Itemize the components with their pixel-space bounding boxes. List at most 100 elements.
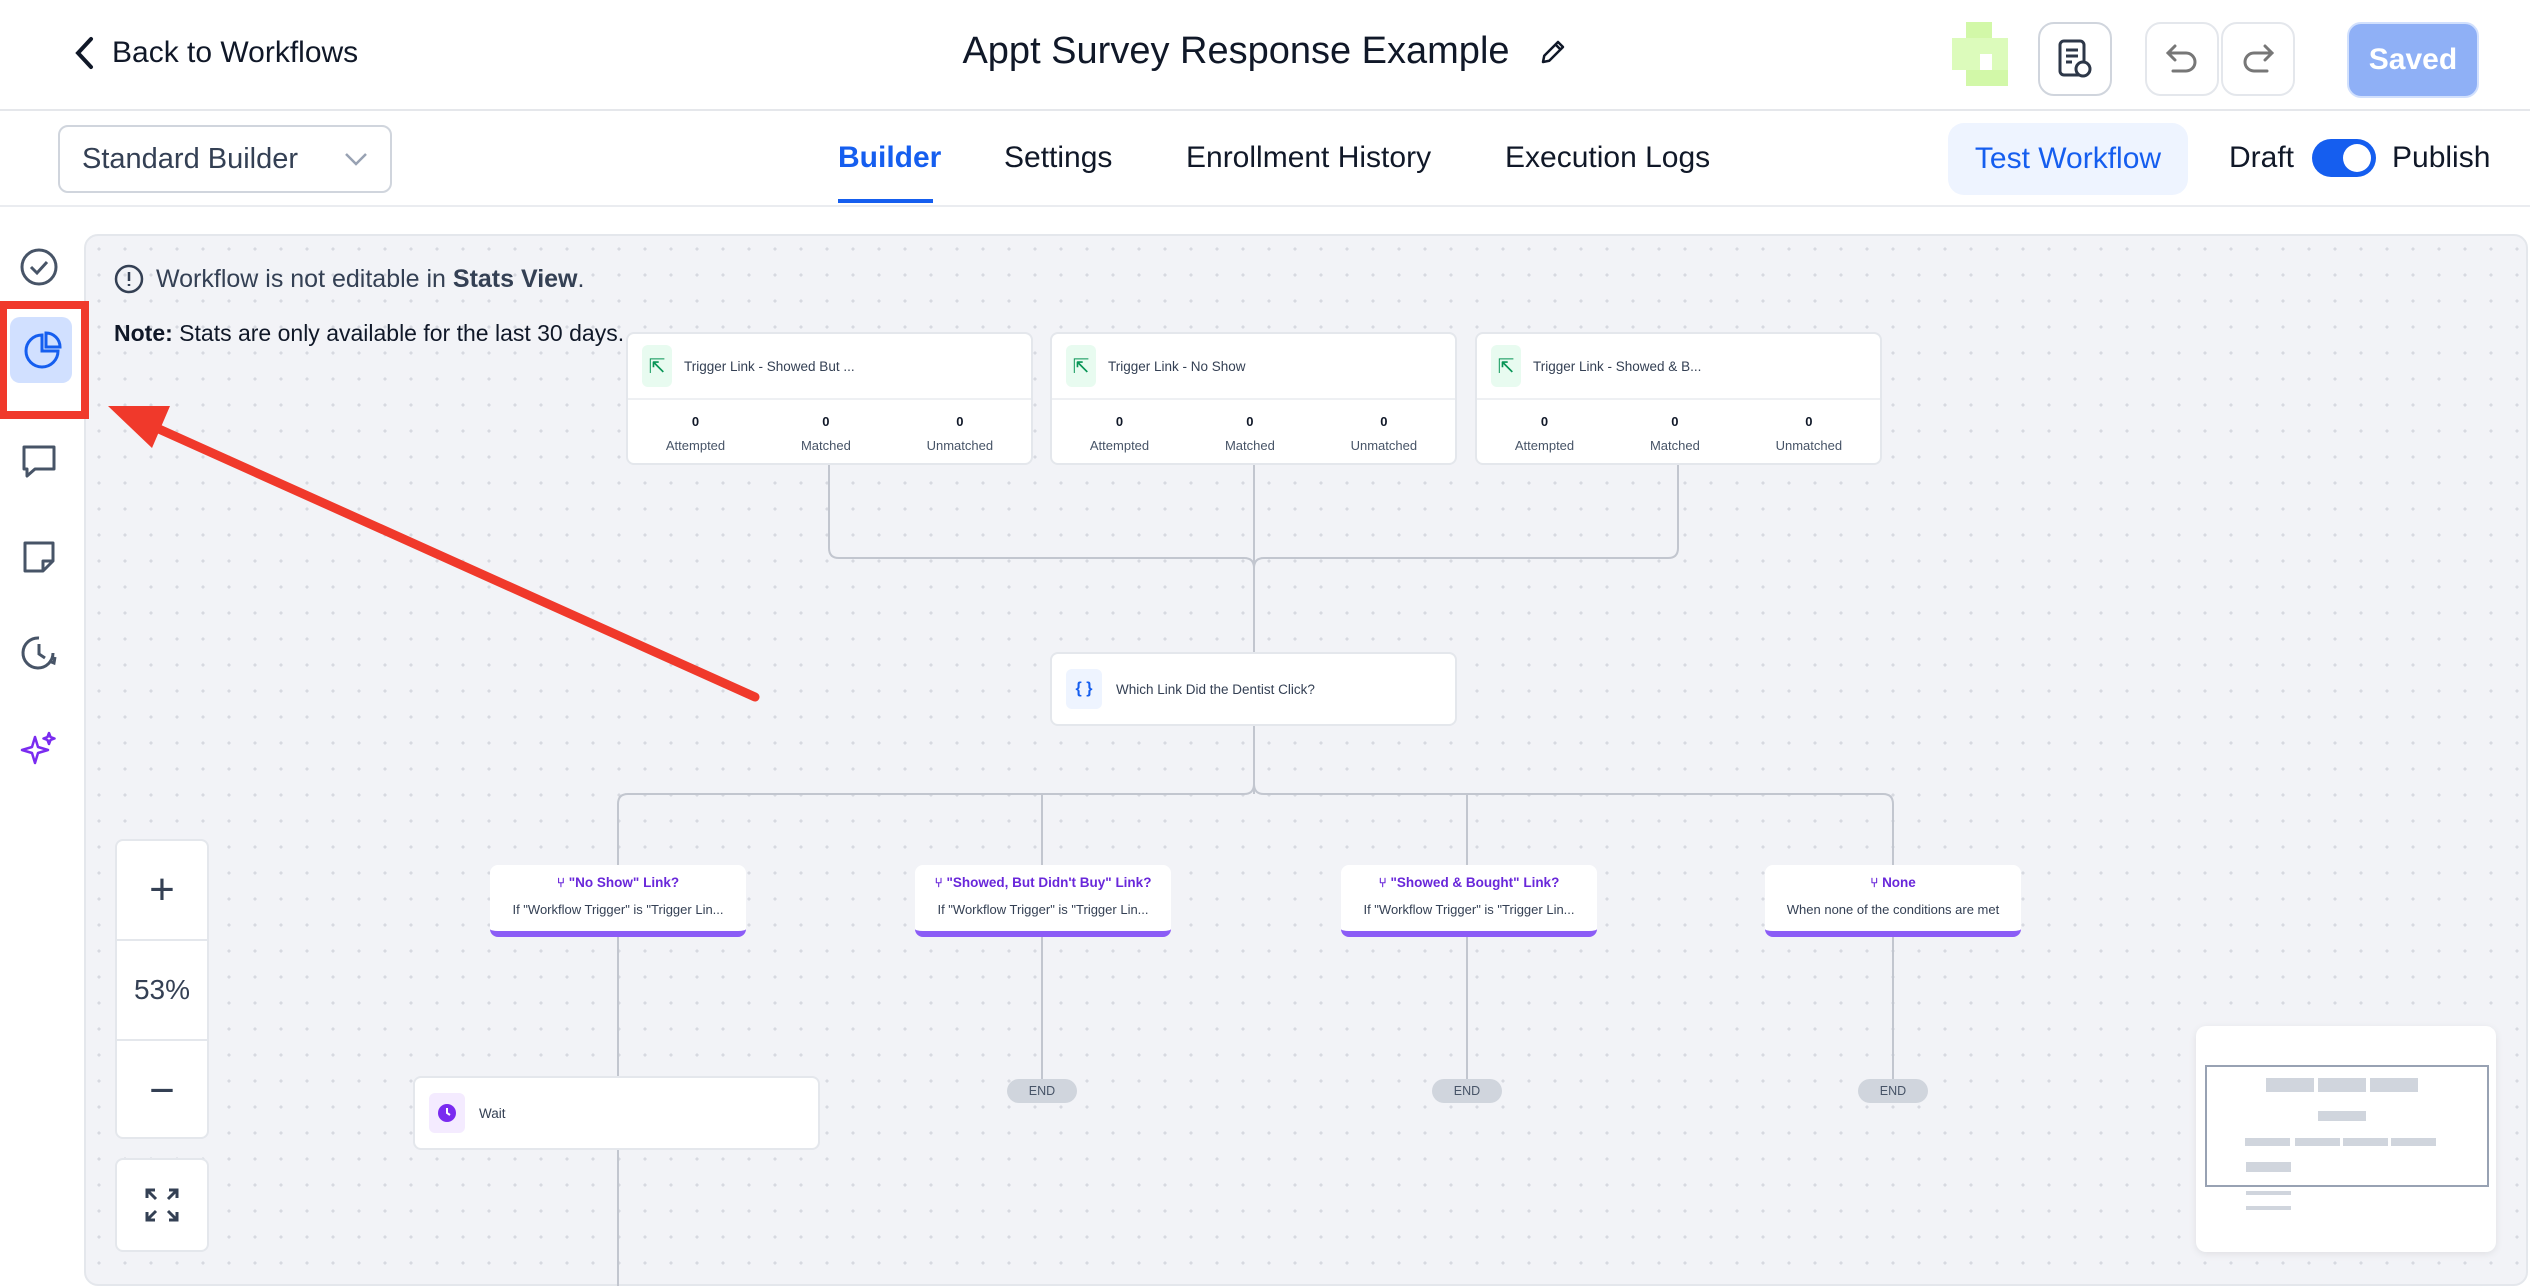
saved-button[interactable]: Saved bbox=[2347, 22, 2479, 98]
minimap-preview bbox=[2205, 1065, 2489, 1210]
back-label: Back to Workflows bbox=[112, 36, 359, 69]
code-braces-icon: { } bbox=[1066, 669, 1102, 709]
redo-icon bbox=[2243, 44, 2275, 73]
trigger-title: Trigger Link - Showed & B... bbox=[1533, 358, 1702, 374]
builder-type-select[interactable]: Standard Builder bbox=[58, 125, 392, 193]
note-label: Note: bbox=[114, 320, 173, 346]
unmatched-count: 0 bbox=[1380, 414, 1388, 429]
stats-view-notice: Workflow is not editable in Stats View. bbox=[114, 264, 584, 294]
info-alert-icon bbox=[114, 264, 144, 294]
tab-execution-logs[interactable]: Execution Logs bbox=[1505, 141, 1711, 174]
zoom-controls: + 53% − bbox=[115, 839, 209, 1139]
cursor-click-icon: ⇱ bbox=[642, 345, 672, 387]
end-marker: END bbox=[1007, 1079, 1077, 1103]
unmatched-count: 0 bbox=[1805, 414, 1813, 429]
sidebar-item-check[interactable] bbox=[17, 245, 61, 289]
back-to-workflows-link[interactable]: Back to Workflows bbox=[74, 36, 358, 70]
end-marker: END bbox=[1858, 1079, 1928, 1103]
branch-fork-icon: ⑂ bbox=[1870, 875, 1879, 890]
check-circle-icon bbox=[20, 248, 58, 286]
builder-select-value: Standard Builder bbox=[82, 142, 299, 175]
cursor-click-icon: ⇱ bbox=[1066, 345, 1096, 387]
clock-icon bbox=[429, 1093, 465, 1133]
attempted-count: 0 bbox=[691, 414, 700, 429]
sparkle-icon bbox=[20, 731, 56, 765]
attempted-count: 0 bbox=[1115, 414, 1124, 429]
matched-label: Matched bbox=[800, 438, 851, 453]
tab-builder[interactable]: Builder bbox=[838, 141, 942, 174]
branch-subtitle: If "Workflow Trigger" is "Trigger Lin... bbox=[512, 902, 724, 917]
matched-count: 0 bbox=[822, 414, 830, 429]
note-text: Stats are only available for the last 30… bbox=[172, 320, 625, 346]
undo-icon bbox=[2165, 44, 2197, 73]
zoom-out-button[interactable]: − bbox=[149, 1066, 175, 1115]
branch-title: None bbox=[1882, 875, 1916, 890]
branch-subtitle: If "Workflow Trigger" is "Trigger Lin... bbox=[1363, 902, 1575, 917]
branch-title: "No Show" Link? bbox=[568, 875, 680, 890]
pie-chart-icon bbox=[24, 331, 62, 369]
minimap[interactable] bbox=[2196, 1026, 2496, 1252]
condition-node[interactable]: { } Which Link Did the Dentist Click? bbox=[1050, 652, 1457, 726]
workflow-title: Appt Survey Response Example bbox=[962, 30, 1510, 72]
branch-fork-icon: ⑂ bbox=[556, 875, 566, 890]
attempted-label: Attempted bbox=[1514, 438, 1575, 453]
trigger-header: ⇱Trigger Link - Showed But ... bbox=[628, 334, 1031, 400]
matched-count: 0 bbox=[1246, 414, 1254, 429]
unmatched-label: Unmatched bbox=[1775, 438, 1843, 453]
branch-node[interactable]: ⑂ "No Show" Link? If "Workflow Trigger" i… bbox=[490, 865, 746, 937]
stats-note: Note: Stats are only available for the l… bbox=[114, 320, 624, 347]
attempted-count: 0 bbox=[1540, 414, 1549, 429]
branch-subtitle: When none of the conditions are met bbox=[1786, 902, 2000, 917]
sidebar-item-history[interactable] bbox=[17, 631, 61, 675]
sidebar-item-stats[interactable] bbox=[10, 317, 72, 383]
redo-button[interactable] bbox=[2221, 22, 2295, 96]
sidebar-item-comments[interactable] bbox=[17, 439, 61, 483]
trigger-header: ⇱Trigger Link - No Show bbox=[1052, 334, 1455, 400]
sidebar-item-notes[interactable] bbox=[17, 535, 61, 579]
draft-label: Draft bbox=[2229, 141, 2295, 174]
branch-node[interactable]: ⑂ "Showed, But Didn't Buy" Link?If "Work… bbox=[915, 865, 1171, 937]
zoom-in-button[interactable]: + bbox=[117, 841, 207, 941]
chevron-down-icon bbox=[345, 153, 367, 166]
edit-pencil-icon[interactable] bbox=[1538, 37, 1568, 67]
condition-title: Which Link Did the Dentist Click? bbox=[1116, 681, 1315, 697]
tab-settings[interactable]: Settings bbox=[1004, 141, 1113, 174]
tab-enrollment-history[interactable]: Enrollment History bbox=[1186, 141, 1432, 174]
branch-title: "Showed, But Didn't Buy" Link? bbox=[946, 875, 1152, 890]
toolbar: Standard Builder Builder Settings Enroll… bbox=[0, 111, 2530, 207]
wait-node[interactable]: Wait bbox=[413, 1076, 820, 1150]
document-refresh-icon bbox=[2058, 39, 2092, 78]
test-workflow-button[interactable]: Test Workflow bbox=[1948, 123, 2188, 195]
matched-label: Matched bbox=[1649, 438, 1700, 453]
avatar[interactable] bbox=[1952, 22, 2008, 100]
wait-title: Wait bbox=[479, 1105, 506, 1121]
left-sidebar bbox=[0, 209, 82, 1286]
comment-icon bbox=[22, 445, 56, 478]
fit-view-button[interactable] bbox=[115, 1158, 209, 1252]
cursor-click-icon: ⇱ bbox=[1491, 345, 1521, 387]
undo-button[interactable] bbox=[2145, 22, 2219, 96]
branch-fork-icon: ⑂ bbox=[934, 875, 943, 890]
publish-toggle[interactable] bbox=[2312, 139, 2376, 177]
unmatched-count: 0 bbox=[956, 414, 964, 429]
publish-label: Publish bbox=[2392, 141, 2491, 174]
version-history-button[interactable] bbox=[2038, 22, 2112, 96]
attempted-label: Attempted bbox=[665, 438, 726, 453]
chevron-left-icon bbox=[75, 37, 93, 69]
sidebar-item-ai[interactable] bbox=[17, 727, 61, 771]
unmatched-label: Unmatched bbox=[926, 438, 994, 453]
branch-node[interactable]: ⑂ "Showed & Bought" Link?If "Workflow Tr… bbox=[1341, 865, 1597, 937]
